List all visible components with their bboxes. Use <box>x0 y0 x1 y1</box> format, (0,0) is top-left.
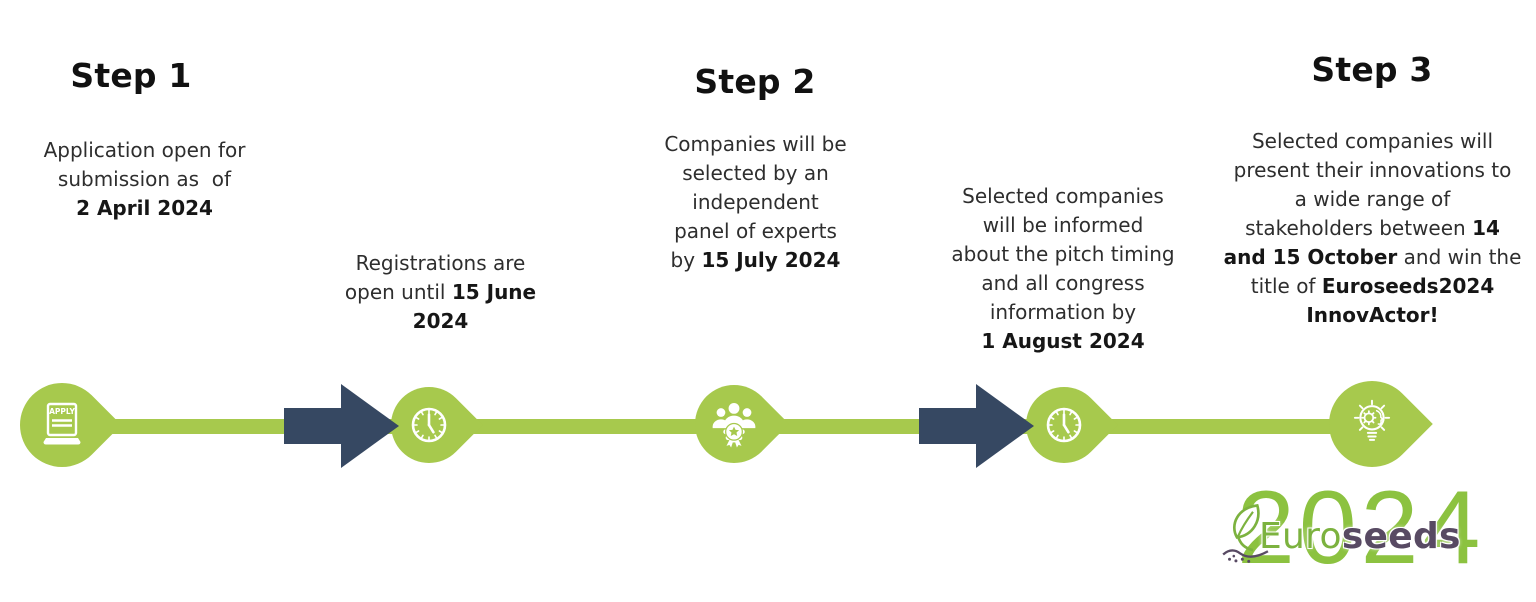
people-award-icon <box>695 385 773 463</box>
arrow-head <box>341 384 399 468</box>
clock-icon <box>1026 387 1102 463</box>
euroseeds-2024-logo: 2024 Euroseeds <box>1222 470 1533 601</box>
svg-text:APPLY: APPLY <box>49 407 75 416</box>
arrow-shaft <box>919 408 976 444</box>
timeline-node-apply: APPLY <box>2 365 122 485</box>
innovation-bulb-icon <box>1329 381 1415 467</box>
logo-word-euro: Euro <box>1259 516 1342 557</box>
step3-heading: Step 3 <box>1311 50 1433 89</box>
timeline-node-pitch-info <box>1010 371 1118 479</box>
logo-year: 2024 <box>1237 470 1485 586</box>
arrow-head <box>976 384 1034 468</box>
arrow-shaft <box>284 408 341 444</box>
milestone-arrow-1 <box>284 384 399 468</box>
timeline-node-deadline <box>375 371 483 479</box>
timeline-node-congress <box>1311 363 1433 485</box>
step1-heading: Step 1 <box>70 56 192 95</box>
timeline-node-selection <box>678 368 790 480</box>
step2-heading: Step 2 <box>694 62 816 101</box>
leaf-sprout-icon <box>1221 499 1285 567</box>
milestone-arrow-2 <box>919 384 1034 468</box>
apply-laptop-icon: APPLY <box>20 383 104 467</box>
logo-wordmark: Euroseeds <box>1259 519 1461 555</box>
logo-word-seeds: seeds <box>1341 516 1461 557</box>
clock-icon <box>391 387 467 463</box>
